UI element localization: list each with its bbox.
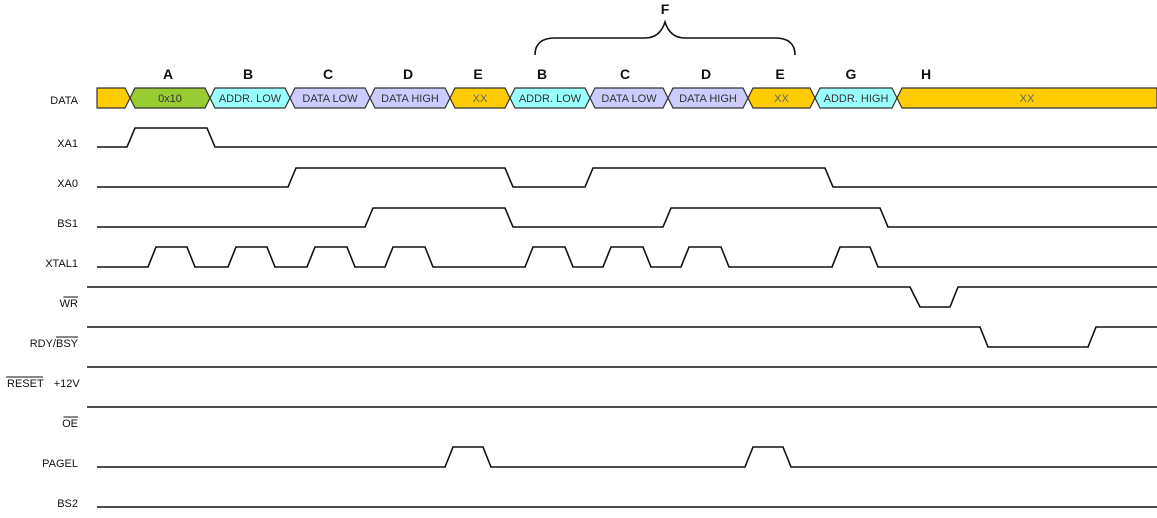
signal-label-bs1: BS1 <box>57 218 78 230</box>
phase-label-c: C <box>620 66 630 82</box>
phase-label-b: B <box>537 66 547 82</box>
signal-label-reset-12v: RESET+12V <box>7 378 80 390</box>
data-bus-label: ADDR. LOW <box>519 93 582 105</box>
data-bus-segment: DATA HIGH <box>667 87 749 109</box>
data-bus-label: DATA HIGH <box>679 93 737 105</box>
data-bus-segment: ADDR. HIGH <box>814 87 898 109</box>
data-bus-label: DATA HIGH <box>381 93 439 105</box>
phase-label-b: B <box>243 66 253 82</box>
data-bus-segment: DATA LOW <box>289 87 371 109</box>
phase-label-h: H <box>921 66 931 82</box>
data-bus-label: DATA LOW <box>302 93 358 105</box>
data-bus-label: DATA LOW <box>601 93 657 105</box>
pagel-waveform <box>97 446 1157 468</box>
signal-label-xa1: XA1 <box>57 138 78 150</box>
data-bus-label: XX <box>473 93 488 105</box>
phase-label-g: G <box>846 66 857 82</box>
data-bus-label: XX <box>1020 93 1035 105</box>
signal-label-rdy-bsy: RDY/BSY <box>30 338 79 350</box>
data-bus-segment: DATA LOW <box>589 87 669 109</box>
data-bus-label: 0x10 <box>158 93 182 105</box>
signal-label-xa0: XA0 <box>57 178 78 190</box>
data-bus-segment <box>96 87 131 109</box>
xa0-waveform <box>97 167 1157 188</box>
data-bus-label: XX <box>774 93 789 105</box>
data-bus-segment: ADDR. LOW <box>509 87 591 109</box>
data-bus-label: ADDR. HIGH <box>824 93 889 105</box>
signal-label-oe: OE <box>62 418 78 430</box>
data-bus-segment: XX <box>747 87 816 109</box>
signal-label-data: DATA <box>50 95 78 107</box>
phase-label-c: C <box>323 66 333 82</box>
signal-label-pagel: PAGEL <box>42 458 78 470</box>
brace-label: F <box>661 1 670 17</box>
data-bus-segment: DATA HIGH <box>369 87 451 109</box>
data-bus-segment: ADDR. LOW <box>209 87 291 109</box>
rdy-bsy-waveform <box>87 326 1157 348</box>
data-bus-segment: XX <box>896 87 1157 109</box>
bs1-waveform <box>97 207 1157 228</box>
phase-label-d: D <box>403 66 413 82</box>
xtal1-waveform <box>97 246 1157 268</box>
brace-f <box>534 19 796 56</box>
data-bus-segment: XX <box>449 87 511 109</box>
data-bus-label: ADDR. LOW <box>219 93 282 105</box>
data-bus-segment: 0x10 <box>129 87 211 109</box>
phase-label-e: E <box>473 66 482 82</box>
signal-label-bs2: BS2 <box>57 498 78 510</box>
xa1-waveform <box>97 127 1157 148</box>
wr-waveform <box>87 286 1157 308</box>
phase-label-d: D <box>701 66 711 82</box>
signal-label-xtal1: XTAL1 <box>45 258 78 270</box>
phase-label-e: E <box>775 66 784 82</box>
phase-label-a: A <box>163 66 173 82</box>
signal-label-wr: WR <box>60 298 78 310</box>
